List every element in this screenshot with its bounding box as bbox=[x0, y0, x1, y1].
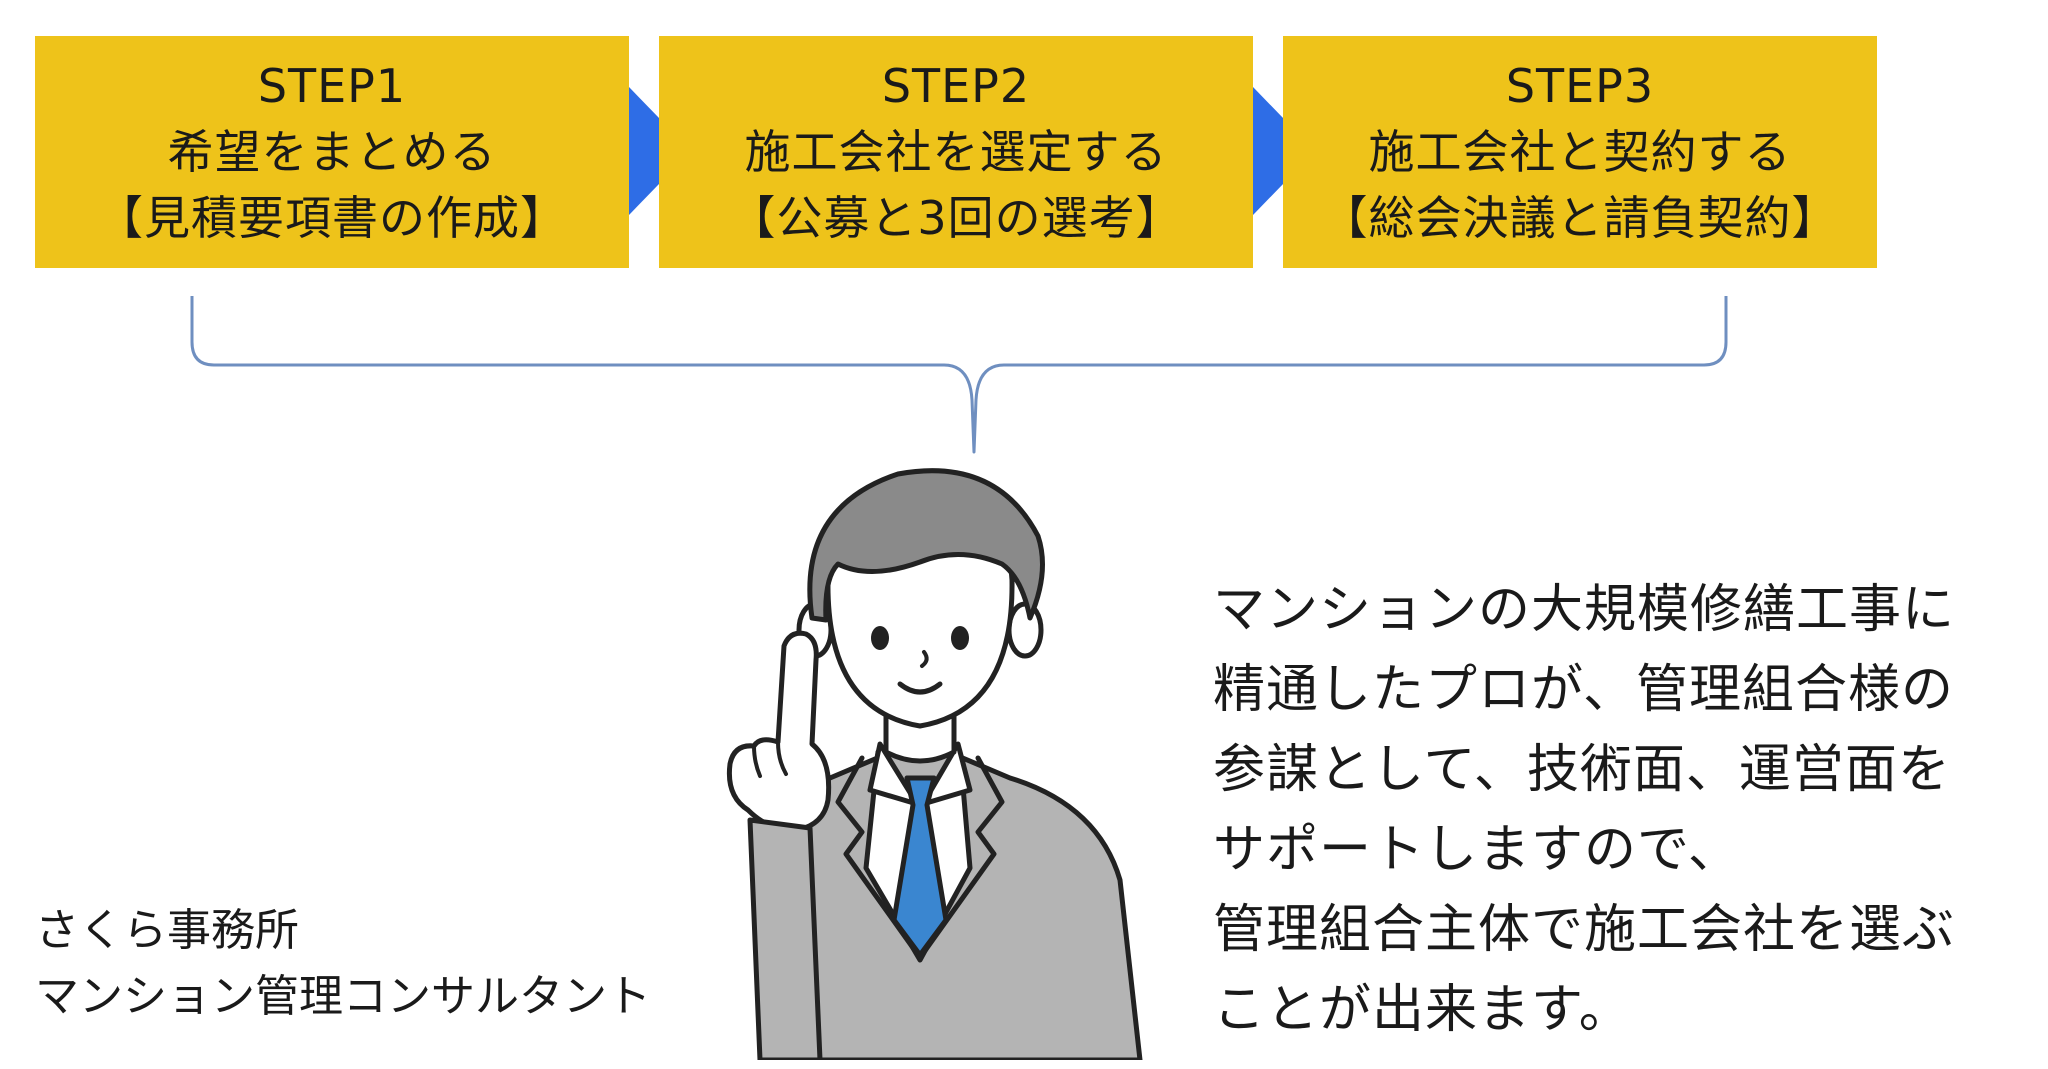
eye-right bbox=[951, 626, 969, 650]
finger-crease bbox=[776, 740, 788, 776]
step-title: STEP2 bbox=[881, 59, 1031, 113]
hair bbox=[807, 468, 1045, 623]
message-line: 精通したプロが、管理組合様の bbox=[1213, 660, 1954, 720]
raised-hand bbox=[726, 630, 832, 833]
step-description: 施工会社を選定する bbox=[744, 125, 1168, 179]
company-name: さくら事務所 bbox=[35, 905, 299, 956]
lapel-right bbox=[921, 755, 1005, 955]
shirt-collar-right bbox=[920, 741, 973, 807]
step-box-3: STEP3 施工会社と契約する 【総会決議と請負契約】 bbox=[1283, 36, 1877, 268]
eye-left bbox=[871, 626, 889, 650]
consultant-message: マンションの大規模修繕工事に 精通したプロが、管理組合様の 参謀として、技術面、… bbox=[1213, 570, 1955, 1050]
step-description: 施工会社と契約する bbox=[1368, 125, 1792, 179]
mouth bbox=[897, 681, 943, 695]
message-line: 参謀として、技術面、運営面を bbox=[1213, 740, 1951, 800]
step-detail: 【見積要項書の作成】 bbox=[97, 191, 567, 245]
consultant-figure bbox=[726, 468, 1143, 1060]
consultant-caption: さくら事務所 マンション管理コンサルタント bbox=[35, 898, 651, 1030]
message-line: マンションの大規模修繕工事に bbox=[1213, 580, 1956, 640]
lapel-left bbox=[835, 755, 919, 955]
message-line: 管理組合主体で施工会社を選ぶ bbox=[1213, 900, 1956, 960]
message-line: ことが出来ます。 bbox=[1213, 980, 1632, 1040]
sleeve bbox=[747, 817, 823, 1060]
step-detail: 【公募と3回の選考】 bbox=[729, 191, 1183, 245]
step-description: 希望をまとめる bbox=[167, 125, 497, 179]
step-title: STEP1 bbox=[257, 59, 407, 113]
message-line: サポートしますので、 bbox=[1213, 820, 1741, 880]
step-title: STEP3 bbox=[1505, 59, 1655, 113]
step-box-1: STEP1 希望をまとめる 【見積要項書の作成】 bbox=[35, 36, 629, 268]
curly-bracket bbox=[190, 296, 1728, 454]
finger-crease bbox=[752, 744, 762, 778]
job-title: マンション管理コンサルタント bbox=[35, 971, 651, 1022]
nose bbox=[920, 650, 929, 668]
bracket-path bbox=[190, 296, 1728, 454]
shirt-collar-left bbox=[867, 741, 920, 807]
step-box-2: STEP2 施工会社を選定する 【公募と3回の選考】 bbox=[659, 36, 1253, 268]
ear-right bbox=[1006, 601, 1044, 659]
step-detail: 【総会決議と請負契約】 bbox=[1321, 191, 1839, 245]
